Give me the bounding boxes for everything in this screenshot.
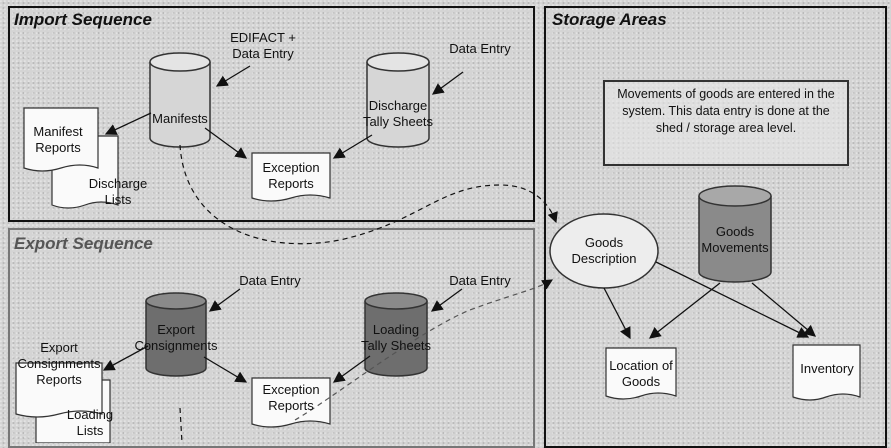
arrow-data-entry-to-discharge — [431, 71, 464, 95]
inventory-label: Inventory — [800, 361, 854, 376]
tally-sheets-line: Tally Sheets — [362, 114, 434, 129]
arrow-loading-to-exception — [332, 355, 371, 383]
discharge-tally-sheets-label: Discharge Tally Sheets — [352, 98, 444, 130]
loading-tally-sheets-cylinder — [364, 292, 428, 377]
export-sequence-title: Export Sequence — [14, 234, 153, 253]
goods-description-label: Goods Description — [554, 235, 654, 267]
export-exception-line1: Exception — [262, 382, 320, 397]
export-data-entry-right-label: Data Entry — [449, 273, 511, 288]
export-exception-reports-label: Exception Reports — [252, 382, 330, 414]
location-line1: Location of — [609, 358, 673, 373]
export-line: Export — [157, 322, 195, 337]
export-consignments-label: Export Consignments — [128, 322, 224, 354]
edifact-line: EDIFACT + — [230, 30, 296, 45]
import-exception-reports-document — [251, 152, 331, 202]
arrow-consignments-to-reports — [102, 345, 149, 371]
location-of-goods-document — [605, 347, 677, 400]
discharge-lists-line2: Lists — [104, 192, 132, 207]
import-exception-line1: Exception — [262, 160, 320, 175]
export-consignments-reports-label: Export Consignments Reports — [16, 340, 102, 388]
edifact-data-entry-label: EDIFACT + Data Entry — [218, 30, 308, 62]
arrow-edifact-to-manifests — [215, 65, 251, 87]
loading-lists-line2: Lists — [76, 423, 104, 438]
arrow-data-entry-to-loading — [430, 288, 463, 312]
goods-movements-cylinder — [698, 185, 772, 283]
arrow-description-to-inventory — [655, 261, 810, 338]
dashed-export-to-goods-description — [179, 407, 183, 443]
import-data-entry-label: Data Entry — [449, 41, 511, 56]
discharge-lists-label: Discharge Lists — [78, 176, 158, 208]
export-reports-line1: Export — [40, 340, 78, 355]
loading-lists-line1: Loading — [66, 407, 114, 422]
edifact-data-entry-line: Data Entry — [232, 46, 294, 61]
arrow-data-entry-to-consignments — [208, 288, 241, 312]
loading-lists-label: Loading Lists — [58, 407, 122, 439]
import-sequence-title: Import Sequence — [14, 10, 152, 29]
import-exception-line2: Reports — [268, 176, 314, 191]
import-exception-reports-label: Exception Reports — [252, 160, 330, 192]
manifest-line: Manifest — [33, 124, 83, 139]
loading-tally-line: Tally Sheets — [360, 338, 432, 353]
location-of-goods-label: Location of Goods — [600, 358, 682, 390]
arrow-manifests-to-exception — [204, 127, 248, 159]
movements-note-box: Movements of goods are entered in the sy… — [603, 80, 849, 166]
storage-areas-title: Storage Areas — [552, 10, 667, 29]
reports-line: Reports — [35, 140, 81, 155]
discharge-tally-sheets-cylinder — [366, 52, 430, 148]
discharge-line: Discharge — [368, 98, 428, 113]
manifests-label: Manifests — [152, 111, 208, 126]
export-reports-line3: Reports — [36, 372, 82, 387]
consignments-line: Consignments — [134, 338, 218, 353]
import-sequence-panel — [8, 6, 535, 222]
export-reports-line2: Consignments — [17, 356, 101, 371]
goods-movements-line1: Goods — [715, 224, 755, 239]
arrow-discharge-to-exception — [332, 134, 373, 159]
goods-description-line2: Description — [571, 251, 637, 266]
arrow-manifests-to-manifest-reports — [104, 112, 152, 135]
export-consignments-cylinder — [145, 292, 207, 377]
arrow-movements-to-location — [648, 282, 721, 339]
export-consignments-reports-document — [15, 362, 103, 418]
goods-movements-label: Goods Movements — [690, 224, 780, 256]
inventory-document — [792, 344, 861, 401]
goods-description-line1: Goods — [584, 235, 624, 250]
discharge-lists-line1: Discharge — [88, 176, 148, 191]
export-exception-reports-document — [251, 377, 331, 428]
export-exception-line2: Reports — [268, 398, 314, 413]
arrow-movements-to-inventory — [751, 282, 816, 337]
manifests-cylinder — [149, 52, 211, 148]
manifest-reports-document — [23, 107, 99, 172]
arrow-consignments-to-exception — [203, 356, 248, 383]
loading-tally-sheets-label: Loading Tally Sheets — [350, 322, 442, 354]
location-line2: Goods — [621, 374, 661, 389]
export-data-entry-left-label: Data Entry — [239, 273, 301, 288]
arrow-description-to-location — [603, 287, 631, 340]
dashed-import-to-goods-description — [179, 144, 558, 245]
goods-movements-line2: Movements — [701, 240, 769, 255]
manifest-reports-label: Manifest Reports — [18, 124, 98, 156]
loading-line: Loading — [372, 322, 420, 337]
